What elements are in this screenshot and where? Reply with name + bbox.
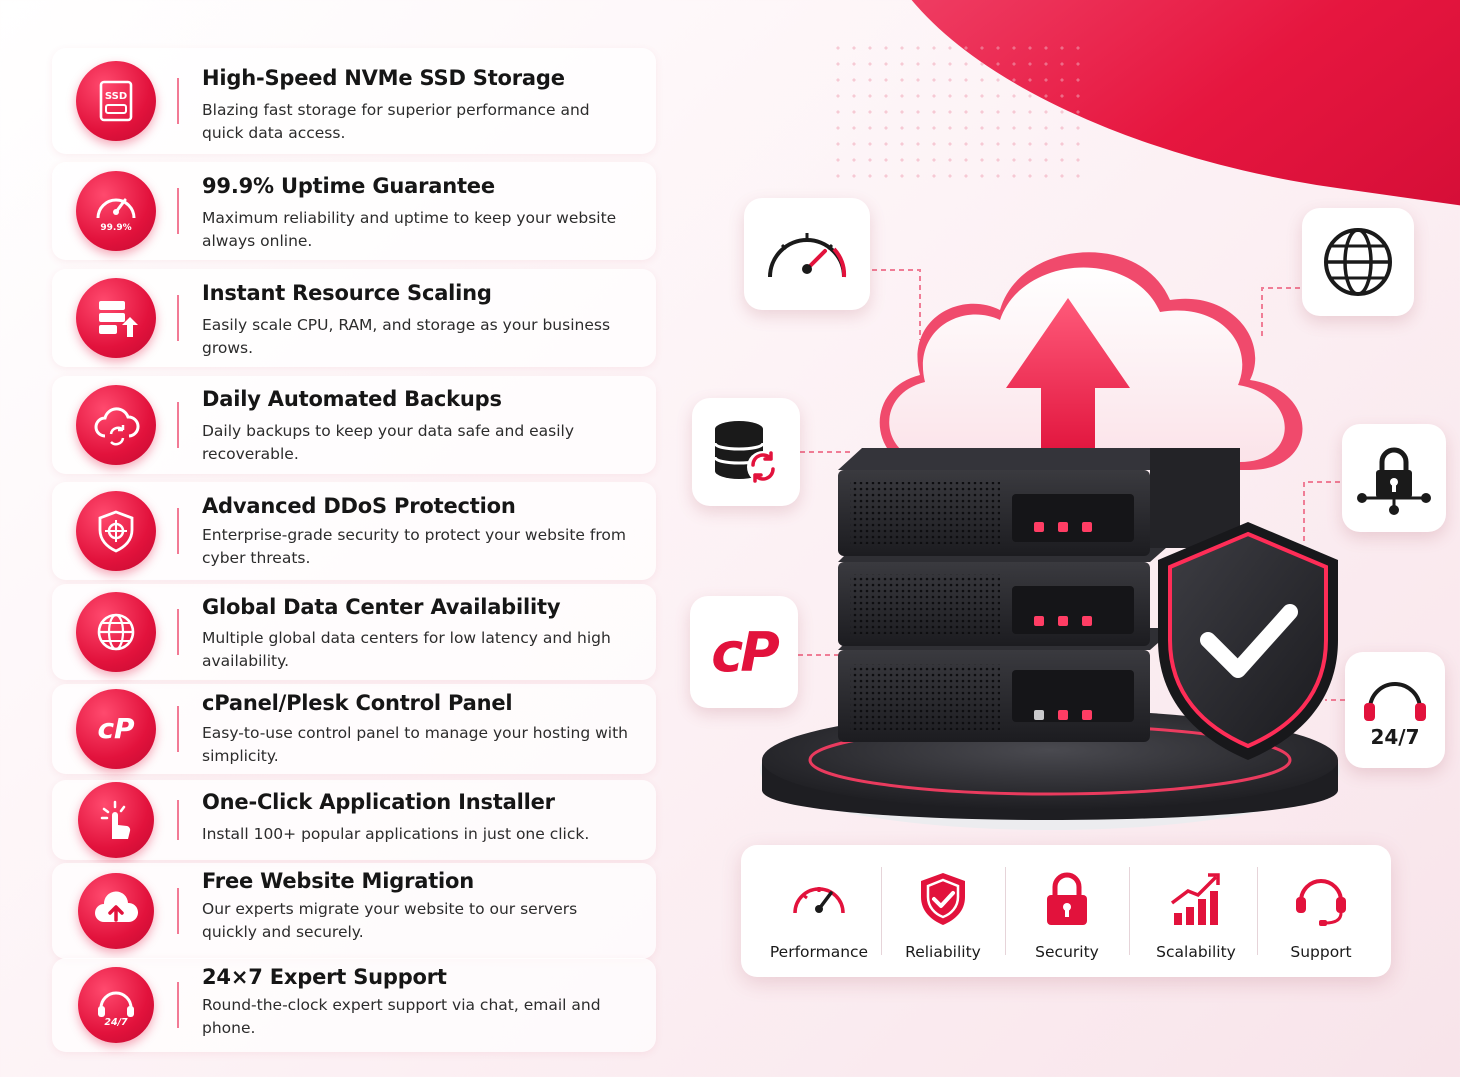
ddos-shield-icon bbox=[76, 491, 156, 571]
connector-line bbox=[872, 269, 921, 340]
headset-support-icon: 24/7 bbox=[78, 967, 154, 1043]
svg-text:99.9%: 99.9% bbox=[100, 223, 131, 233]
feature-description: Install 100+ popular applications in jus… bbox=[202, 825, 590, 843]
security-icon bbox=[1047, 872, 1087, 925]
feature-backups: Daily Automated Backups Daily backups to… bbox=[52, 376, 656, 474]
benefit-support: Support bbox=[1261, 845, 1381, 977]
feature-description: Our experts migrate your website to our … bbox=[202, 900, 578, 941]
divider bbox=[881, 867, 882, 955]
feature-ssd: SSD High-Speed NVMe SSD Storage Blazing … bbox=[52, 48, 656, 154]
feature-title: Daily Automated Backups bbox=[202, 387, 502, 411]
separator bbox=[177, 78, 179, 124]
feature-description: Easy-to-use control panel to manage your… bbox=[202, 724, 628, 765]
tile-globe bbox=[1302, 208, 1414, 316]
reliability-icon bbox=[921, 873, 965, 925]
feature-title: Advanced DDoS Protection bbox=[202, 494, 516, 518]
feature-title: Instant Resource Scaling bbox=[202, 281, 492, 305]
svg-text:SSD: SSD bbox=[105, 91, 127, 102]
support-hours-text: 24/7 bbox=[1370, 725, 1420, 749]
tile-cpanel: cP bbox=[690, 596, 798, 708]
server-rack bbox=[838, 448, 1240, 742]
feature-cpanel: cP cPanel/Plesk Control Panel Easy-to-us… bbox=[52, 684, 656, 774]
benefit-performance: Performance bbox=[759, 845, 879, 977]
svg-text:cP: cP bbox=[97, 712, 135, 745]
feature-ddos: Advanced DDoS Protection Enterprise-grad… bbox=[52, 482, 656, 580]
separator bbox=[177, 888, 179, 934]
separator bbox=[177, 706, 179, 752]
separator bbox=[177, 508, 179, 554]
one-click-icon bbox=[78, 782, 154, 858]
feature-installer: One-Click Application Installer Install … bbox=[52, 780, 656, 860]
separator bbox=[177, 188, 179, 234]
lock-network-icon bbox=[1357, 447, 1431, 515]
svg-text:24/7: 24/7 bbox=[104, 1017, 128, 1028]
globe-icon bbox=[76, 592, 156, 672]
feature-title: 99.9% Uptime Guarantee bbox=[202, 174, 495, 198]
separator bbox=[177, 609, 179, 655]
feature-description: Daily backups to keep your data safe and… bbox=[202, 422, 575, 463]
feature-title: Global Data Center Availability bbox=[202, 595, 561, 619]
divider bbox=[1257, 867, 1258, 955]
globe-icon bbox=[1324, 228, 1392, 296]
feature-title: High-Speed NVMe SSD Storage bbox=[202, 66, 565, 90]
feature-title: 24×7 Expert Support bbox=[202, 965, 447, 989]
speedometer-icon bbox=[768, 233, 847, 278]
feature-global: Global Data Center Availability Multiple… bbox=[52, 584, 656, 680]
cloud-migration-icon bbox=[78, 873, 154, 949]
headset-icon bbox=[1364, 682, 1426, 721]
ssd-icon: SSD bbox=[76, 61, 156, 141]
database-sync-icon bbox=[713, 421, 779, 483]
cpanel-logo-text: cP bbox=[711, 620, 780, 684]
benefit-reliability: Reliability bbox=[883, 845, 1003, 977]
benefit-label: Reliability bbox=[905, 943, 981, 961]
server-scale-icon bbox=[76, 278, 156, 358]
tile-speedometer bbox=[744, 198, 870, 310]
separator bbox=[177, 402, 179, 448]
support-icon bbox=[1296, 879, 1346, 926]
security-shield-icon bbox=[1158, 522, 1338, 760]
feature-description: Maximum reliability and uptime to keep y… bbox=[202, 209, 617, 250]
separator bbox=[177, 800, 179, 840]
feature-title: One-Click Application Installer bbox=[202, 790, 555, 814]
upload-arrow-icon bbox=[1006, 298, 1130, 460]
scalability-icon bbox=[1170, 873, 1220, 925]
tile-lock-network bbox=[1342, 424, 1446, 532]
benefit-label: Support bbox=[1290, 943, 1352, 961]
connector-line bbox=[1261, 287, 1300, 340]
feature-scaling: Instant Resource Scaling Easily scale CP… bbox=[52, 269, 656, 367]
feature-support: 24/7 24×7 Expert Support Round-the-clock… bbox=[52, 958, 656, 1052]
benefit-label: Scalability bbox=[1156, 943, 1236, 961]
benefit-label: Performance bbox=[769, 943, 869, 961]
feature-uptime: 99.9% 99.9% Uptime Guarantee Maximum rel… bbox=[52, 162, 656, 260]
feature-description: Blazing fast storage for superior perfor… bbox=[202, 101, 590, 142]
benefit-scalability: Scalability bbox=[1133, 845, 1259, 977]
divider bbox=[1129, 867, 1130, 955]
separator bbox=[177, 295, 179, 341]
speedometer-uptime-icon: 99.9% bbox=[76, 171, 156, 251]
connector-line bbox=[1303, 481, 1340, 545]
feature-description: Multiple global data centers for low lat… bbox=[202, 629, 611, 670]
divider bbox=[1005, 867, 1006, 955]
decorative-dots bbox=[830, 40, 1090, 190]
feature-description: Easily scale CPU, RAM, and storage as yo… bbox=[202, 316, 611, 357]
performance-icon bbox=[793, 887, 845, 914]
feature-title: Free Website Migration bbox=[202, 869, 475, 893]
tile-support: 24/7 bbox=[1345, 652, 1445, 768]
feature-title: cPanel/Plesk Control Panel bbox=[202, 691, 513, 715]
benefit-label: Security bbox=[1035, 943, 1099, 961]
feature-description: Round-the-clock expert support via chat,… bbox=[202, 996, 601, 1037]
benefits-bar: Performance Reliability Security Scalabi… bbox=[741, 845, 1391, 977]
cpanel-icon: cP bbox=[76, 689, 156, 769]
feature-migration: Free Website Migration Our experts migra… bbox=[52, 863, 656, 959]
tile-database-sync bbox=[692, 398, 800, 506]
separator bbox=[177, 982, 179, 1028]
feature-description: Enterprise-grade security to protect you… bbox=[202, 526, 626, 567]
benefit-security: Security bbox=[1007, 845, 1127, 977]
cloud-backup-icon bbox=[76, 385, 156, 465]
